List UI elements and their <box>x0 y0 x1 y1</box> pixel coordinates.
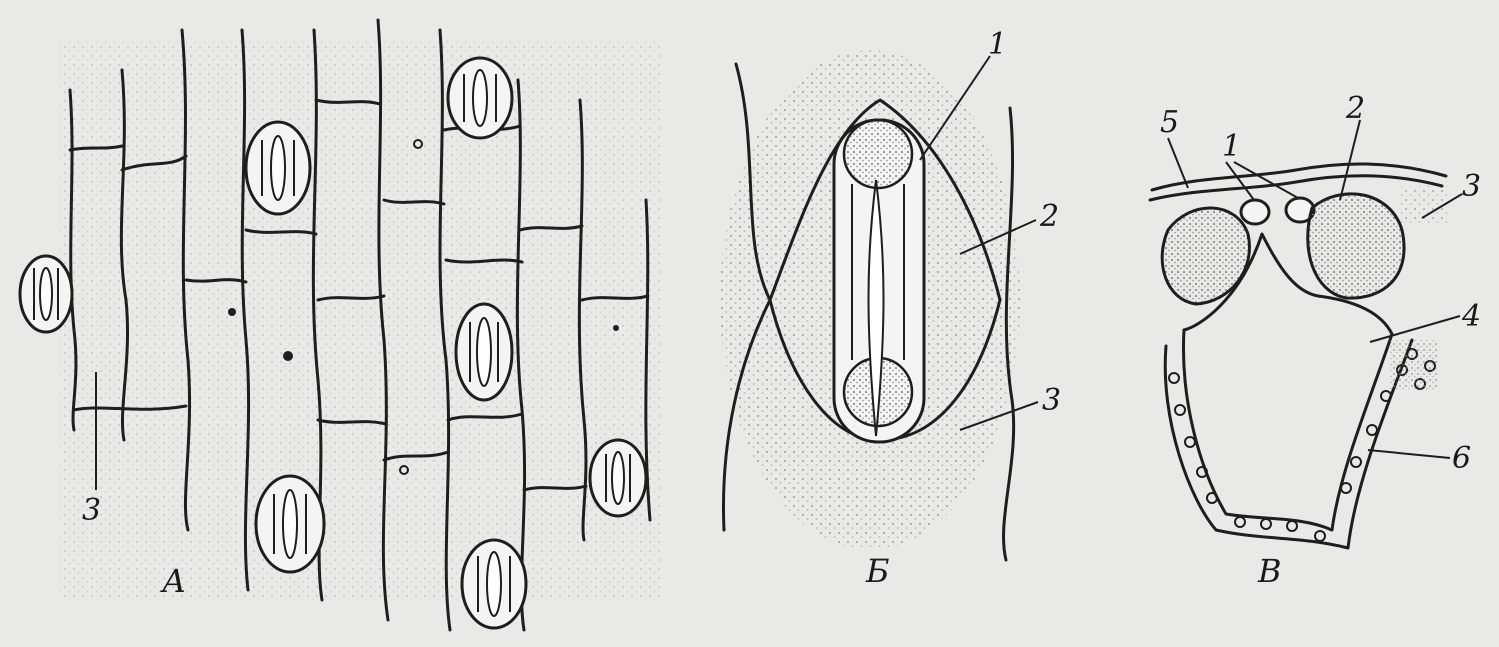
panel-c-caption: В <box>1257 552 1282 590</box>
label-1: 1 <box>988 27 1007 62</box>
leader-line <box>1168 138 1188 188</box>
label-5: 5 <box>1160 105 1179 140</box>
stoma <box>456 304 512 400</box>
label-2: 2 <box>1345 91 1365 126</box>
stoma <box>462 540 526 628</box>
subsidiary-cell <box>1162 208 1249 304</box>
stoma <box>448 58 512 138</box>
panel-a-epidermis: 3 А <box>20 20 660 630</box>
stoma <box>246 122 310 214</box>
guard-cell <box>1241 200 1269 224</box>
substomatal-cavity <box>1183 330 1392 530</box>
cell-wall <box>186 280 246 282</box>
nucleus <box>228 308 236 316</box>
cell-wall <box>446 260 522 262</box>
panel-c-cross-section: 1 5 2 3 4 6 В <box>1150 91 1481 590</box>
panel-b-stoma: 1 2 3 Б <box>720 27 1061 590</box>
nucleus <box>613 325 619 331</box>
leader-line <box>1226 162 1254 200</box>
label-2: 2 <box>1039 199 1059 234</box>
panel-a-stipple <box>60 40 660 600</box>
stoma <box>256 476 324 572</box>
label-6: 6 <box>1452 441 1471 476</box>
panel-a-caption: А <box>160 562 186 600</box>
leader-line <box>1340 120 1360 200</box>
label-3: 3 <box>82 493 101 528</box>
nucleus <box>283 351 293 361</box>
stoma <box>590 440 646 516</box>
guard-cell-end <box>844 120 912 188</box>
label-4: 4 <box>1461 299 1481 334</box>
label-3: 3 <box>1462 169 1481 204</box>
label-3: 3 <box>1042 383 1061 418</box>
stoma <box>20 256 72 332</box>
leader-line <box>1368 450 1450 458</box>
subsidiary-cell <box>1308 194 1404 298</box>
leader-line <box>1234 162 1298 198</box>
panel-b-caption: Б <box>865 552 890 590</box>
label-1: 1 <box>1222 129 1241 164</box>
mesophyll-stipple <box>1390 340 1438 390</box>
cell-wall <box>1165 340 1412 548</box>
